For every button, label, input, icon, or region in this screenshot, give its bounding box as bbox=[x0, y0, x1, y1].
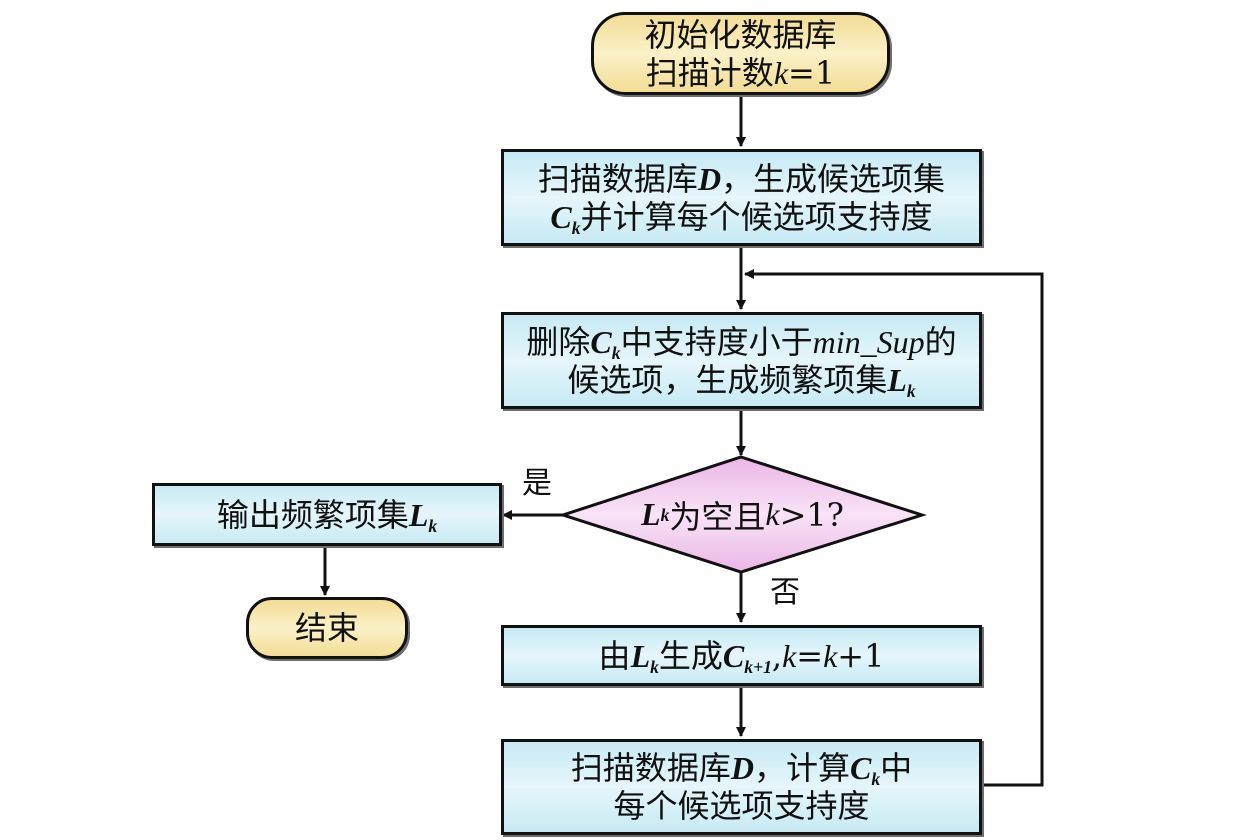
start-line1: 初始化数据库 bbox=[644, 15, 837, 54]
prune-line1: 删除Ck中支持度小于min_Sup的 bbox=[526, 322, 957, 363]
start-node: 初始化数据库 扫描计数k=1 bbox=[591, 12, 890, 95]
scan-generate-line2: Ck并计算每个候选项支持度 bbox=[550, 197, 933, 238]
output-text: 输出频繁项集Lk bbox=[216, 495, 438, 536]
start-line2: 扫描计数k=1 bbox=[645, 53, 836, 92]
next-candidates-node: 由Lk生成Ck+1,k=k+1 bbox=[501, 625, 982, 686]
rescan-line1: 扫描数据库D，计算Ck中 bbox=[570, 749, 913, 790]
output-node: 输出频繁项集Lk bbox=[152, 483, 502, 546]
end-node: 结束 bbox=[246, 597, 408, 659]
edge-loop-back bbox=[744, 269, 1044, 787]
next-candidates-text: 由Lk生成Ck+1,k=k+1 bbox=[598, 636, 885, 677]
scan-generate-line1: 扫描数据库D，生成候选项集 bbox=[537, 159, 946, 198]
rescan-node: 扫描数据库D，计算Ck中 每个候选项支持度 bbox=[501, 739, 982, 835]
rescan-line2: 每个候选项支持度 bbox=[613, 787, 870, 825]
prune-line2: 候选项，生成频繁项集Lk bbox=[567, 360, 916, 401]
scan-generate-node: 扫描数据库D，生成候选项集 Ck并计算每个候选项支持度 bbox=[501, 149, 982, 246]
prune-node: 删除Ck中支持度小于min_Sup的 候选项，生成频繁项集Lk bbox=[501, 312, 982, 409]
end-text: 结束 bbox=[294, 609, 359, 647]
edge-label-no: 否 bbox=[770, 575, 800, 610]
edge-label-yes: 是 bbox=[522, 466, 552, 501]
